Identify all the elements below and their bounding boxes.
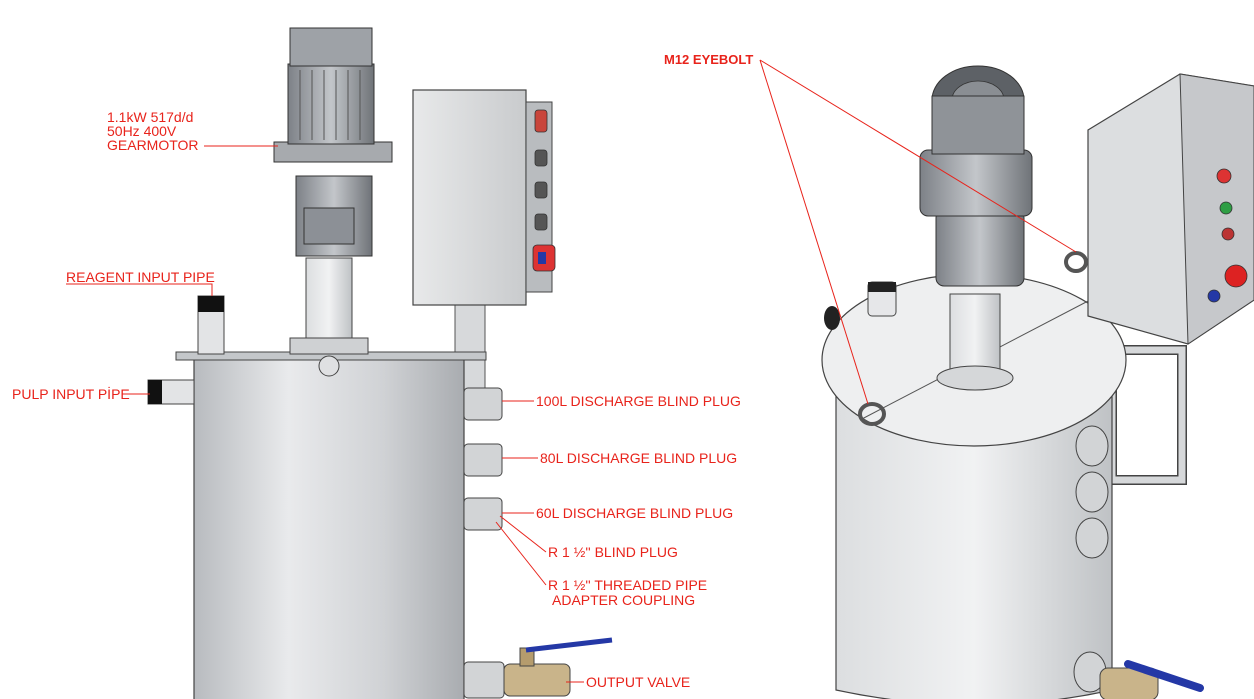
plug-80l [463,443,503,477]
iso-control-box-front [1179,73,1254,345]
iso-shaft-base [936,365,1014,391]
motor-body [287,63,375,145]
iso-eyebolt-back [1064,251,1088,273]
isometric-view [821,65,1254,699]
iso-gearbox [935,209,1025,287]
iso-motor-body [919,149,1033,217]
iso-plug-60l [1075,517,1109,559]
iso-button-red-2 [1221,227,1235,241]
control-button [534,181,548,199]
label-reagent-pipe: REAGENT INPUT PIPE [66,269,215,285]
shaft-coupling [318,355,340,377]
leader-eyebolt-front [759,59,869,405]
label-plug-80l: 80L DISCHARGE BLIND PLUG [540,450,737,466]
valve-coupling [463,661,505,699]
iso-reagent-cap [868,282,896,292]
motor-flange [273,141,393,163]
iso-valve-handle [1124,660,1204,692]
label-gearmotor-line2: 50Hz 400V [107,123,177,139]
iso-button-blue [1207,289,1221,303]
leader-blind-plug [499,515,547,553]
label-plug-60l: 60L DISCHARGE BLIND PLUG [536,505,733,521]
valve-handle [525,637,613,653]
label-eyebolt: M12 EYEBOLT [664,52,753,67]
label-threaded-line2: ADAPTER COUPLING [552,592,695,608]
control-button-blue [538,252,546,264]
leader-eyebolt-back [759,59,1077,253]
iso-eyebolt-front [858,402,886,426]
iso-emergency-stop [1224,264,1248,288]
label-gearmotor-line3: GEARMOTOR [107,137,199,153]
control-button-red [534,109,548,133]
iso-shaft-housing [949,293,1001,375]
leader-reagent [66,283,213,296]
control-box [412,89,527,306]
iso-plug-100l [1075,425,1109,467]
leader-threaded [495,521,547,586]
pulp-pipe-cap [148,380,162,404]
control-button [534,149,548,167]
output-valve-body [503,663,571,697]
label-plug-100l: 100L DISCHARGE BLIND PLUG [536,393,741,409]
annotations: 1.1kW 517d/d 50Hz 400V GEARMOTOR REAGENT… [12,52,753,690]
plug-60l [463,497,503,531]
motor-fan-cover [289,27,373,67]
iso-motor-housing [931,95,1025,155]
iso-button-green [1219,201,1233,215]
front-view [147,27,613,699]
label-threaded-line1: R 1 ½'' THREADED PIPE [548,577,707,593]
plug-100l [463,387,503,421]
label-output-valve: OUTPUT VALVE [586,674,690,690]
tank-body [193,357,465,699]
shaft-base [289,337,369,355]
iso-button-red [1216,168,1232,184]
label-blind-plug: R 1 ½'' BLIND PLUG [548,544,678,560]
gearbox-plate [303,207,355,245]
label-pulp-pipe: PULP INPUT PİPE [12,385,130,402]
iso-pulp-pipe-cap [824,306,840,330]
leader-lines [66,59,1077,683]
reagent-pipe-cap [198,296,224,312]
label-gearmotor-line1: 1.1kW 517d/d [107,109,193,125]
iso-plug-80l [1075,471,1109,513]
control-button [534,213,548,231]
